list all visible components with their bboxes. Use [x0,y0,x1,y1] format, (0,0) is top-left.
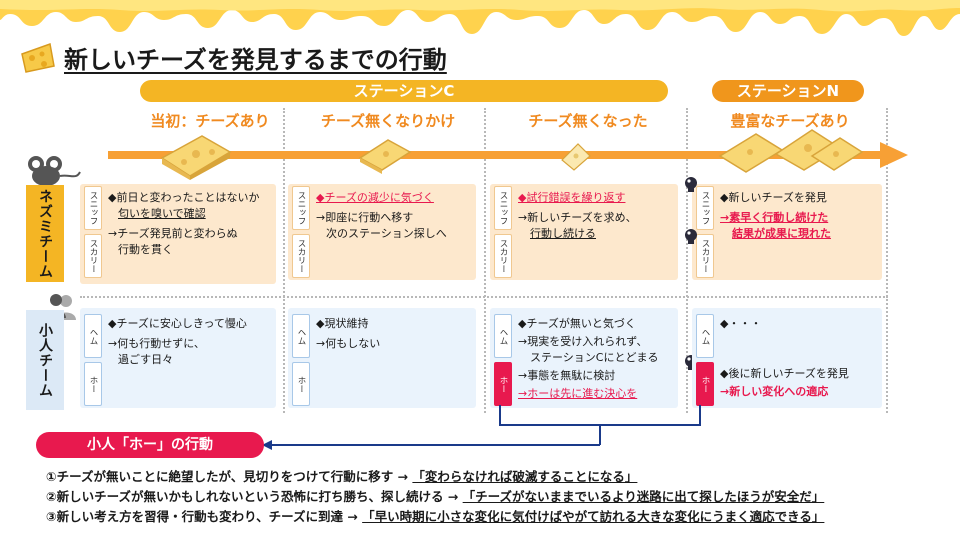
column-divider [886,108,888,413]
card-line: 行動を貫く [118,243,173,256]
action-item-1: ①チーズが無いことに絶望したが、見切りをつけて行動に移す → 「変わらなければ破… [46,469,638,484]
cheese-pile-icon [718,129,864,173]
haw-connector-lines [262,405,701,450]
kobito-card-phase-3: ヘム ホー ◆チーズが無いと気づく →現実を受け入れられず、 ステーションCにと… [490,308,678,408]
card-line: →新しいチーズを求め、 [518,211,637,224]
card-line: ◆チーズに安心しきって慢心 [108,317,247,330]
cheese-drip-decoration [0,0,960,36]
card-line: 過ごす日々 [118,353,174,366]
cheese-crumb-icon [561,143,591,171]
tag-hem: ヘム [696,314,714,358]
card-line: →チーズ発見前と変わらぬ [108,227,238,240]
row-divider [80,296,888,298]
card-line: ◆チーズの減少に気づく [316,191,434,204]
card-line: 次のステーション探しへ [326,227,447,240]
tag-hem: ヘム [292,314,310,358]
card-line: →新しい変化への適応 [720,385,829,398]
tag-hem: ヘム [494,314,512,358]
card-line: ◆・・・ [720,317,762,330]
station-n-bar: ステーションN [712,80,864,102]
tag-hem: ヘム [84,314,102,358]
nezumi-card-phase-3: スニッフ スカリー ◆試行錯誤を繰り返す →新しいチーズを求め、 行動し続ける [490,184,678,280]
card-line: →即座に行動へ移す [316,211,414,224]
cheese-block-icon [160,135,232,180]
phase-3-label: チーズ無くなった [528,112,648,130]
team-label-kobito: 小人チーム [26,310,64,410]
phase-4-label: 豊富なチーズあり [730,112,850,130]
kobito-card-phase-1: ヘム ホー ◆チーズに安心しきって慢心 →何も行動せずに、 過ごす日々 [80,308,276,408]
card-line: →事態を無駄に検討 [518,369,616,382]
card-line: ◆チーズが無いと気づく [518,317,636,330]
card-line: →何も行動せずに、 [108,337,205,350]
tag-sniff: スニッフ [494,186,512,230]
tag-haw: ホー [292,362,310,406]
nezumi-card-phase-4: スニッフ スカリー ◆新しいチーズを発見 →素早く行動し続けた 結果が成果に現れ… [692,184,882,280]
phase-1-label: 当初：チーズあり [150,112,270,130]
page-title: 新しいチーズを発見するまでの行動 [64,46,447,74]
cheese-title-icon [21,42,55,73]
mouse-icon [28,156,81,186]
card-line: ◆新しいチーズを発見 [720,191,827,204]
team-label-nezumi: ネズミチーム [26,185,64,282]
column-divider [686,108,688,413]
nezumi-card-phase-1: スニッフ スカリー ◆前日と変わったことはないか 匂いを嗅いで確認 →チーズ発見… [80,184,276,284]
tag-scurry: スカリー [84,234,102,278]
phase-2-label: チーズ無くなりかけ [320,112,456,130]
card-line: →ホーは先に進む決心を [518,387,638,400]
card-line: ステーションCにとどまる [530,351,659,364]
card-line: ◆試行錯誤を繰り返す [518,191,626,204]
column-divider [484,108,486,413]
card-line: 行動し続ける [530,227,596,240]
tag-sniff: スニッフ [84,186,102,230]
card-line: 匂いを嗅いで確認 [118,207,206,220]
haw-action-label: 小人「ホー」の行動 [36,432,264,458]
station-c-bar: ステーションC [140,80,668,102]
tag-haw: ホー [84,362,102,406]
card-line: ◆現状維持 [316,317,369,330]
tag-scurry: スカリー [494,234,512,278]
card-line: 結果が成果に現れた [732,227,831,240]
card-line: →何もしない [316,337,381,350]
kobito-card-phase-2: ヘム ホー ◆現状維持 →何もしない [288,308,476,408]
card-line: ◆後に新しいチーズを発見 [720,367,849,380]
lightbulb-icon [685,177,697,192]
card-line: ◆前日と変わったことはないか [108,191,260,204]
kobito-card-phase-4: ヘム ホー ◆・・・ ◆後に新しいチーズを発見 →新しい変化への適応 [692,308,882,408]
action-item-2: ②新しいチーズが無いかもしれないという恐怖に打ち勝ち、探し続ける → 「チーズが… [46,489,825,504]
tag-haw: ホー [696,362,714,406]
timeline-arrow [108,142,908,168]
nezumi-card-phase-2: スニッフ スカリー ◆チーズの減少に気づく →即座に行動へ移す 次のステーション… [288,184,476,280]
tag-haw: ホー [494,362,512,406]
card-line: →現実を受け入れられず、 [518,335,648,348]
tag-sniff: スニッフ [696,186,714,230]
tag-scurry: スカリー [292,234,310,278]
card-line: →素早く行動し続けた [720,211,829,224]
cheese-small-icon [358,139,412,174]
action-item-3: ③新しい考え方を習得・行動も変わり、チーズに到達 → 「早い時期に小さな変化に気… [46,509,825,524]
tag-scurry: スカリー [696,234,714,278]
column-divider [283,108,285,413]
lightbulb-icon [685,229,697,244]
tag-sniff: スニッフ [292,186,310,230]
